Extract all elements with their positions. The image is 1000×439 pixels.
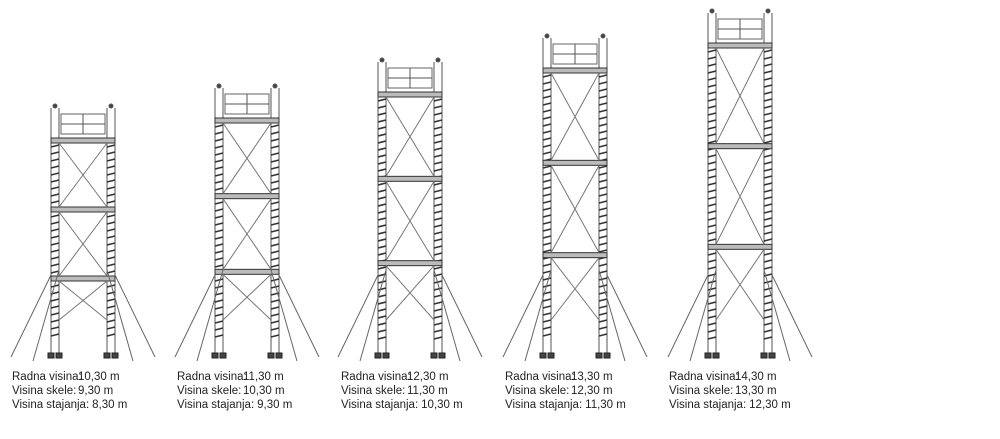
scaffold-tower-1	[10, 103, 156, 362]
scaffold-height-value: 10,30 m	[243, 385, 285, 397]
working-height-label: Radna visina:	[341, 371, 411, 383]
standing-height-label: Visina stajanja:	[177, 399, 255, 411]
scaffold-height-label: Visina skele:	[177, 385, 242, 397]
tower-spec-3: Radna visina:12,30 m Visina skele:11,30 …	[341, 370, 463, 412]
scaffold-height-label: Visina skele:	[505, 385, 570, 397]
tower-spec-4: Radna visina:13,30 m Visina skele:12,30 …	[505, 370, 626, 412]
tower-spec-5: Radna visina:14,30 m Visina skele:13,30 …	[669, 370, 791, 412]
scaffold-tower-3	[337, 57, 483, 362]
standing-height-value: 10,30 m	[421, 399, 463, 411]
tower-spec-1: Radna visina:10,30 m Visina skele:9,30 m…	[12, 370, 127, 412]
working-height-label: Radna visina:	[12, 371, 82, 383]
scaffold-height-label: Visina skele:	[341, 385, 406, 397]
scaffold-height-value: 12,30 m	[571, 385, 613, 397]
scaffold-tower-2	[174, 83, 320, 362]
working-height-value: 12,30 m	[407, 371, 449, 383]
standing-height-value: 11,30 m	[585, 399, 626, 411]
standing-height-label: Visina stajanja:	[505, 399, 583, 411]
scaffold-height-value: 9,30 m	[78, 385, 114, 397]
standing-height-value: 9,30 m	[257, 399, 293, 411]
tower-spec-2: Radna visina:11,30 m Visina skele:10,30 …	[177, 370, 292, 412]
scaffold-height-label: Visina skele:	[12, 385, 77, 397]
standing-height-label: Visina stajanja:	[12, 399, 90, 411]
scaffold-tower-5	[667, 8, 813, 362]
working-height-value: 14,30 m	[735, 371, 777, 383]
working-height-label: Radna visina:	[177, 371, 247, 383]
working-height-label: Radna visina:	[669, 371, 739, 383]
standing-height-label: Visina stajanja:	[341, 399, 419, 411]
scaffold-height-value: 13,30 m	[735, 385, 777, 397]
working-height-value: 13,30 m	[571, 371, 613, 383]
scaffold-height-label: Visina skele:	[669, 385, 734, 397]
working-height-label: Radna visina:	[505, 371, 575, 383]
working-height-value: 11,30 m	[243, 371, 284, 383]
standing-height-value: 8,30 m	[92, 399, 128, 411]
standing-height-label: Visina stajanja:	[669, 399, 747, 411]
working-height-value: 10,30 m	[78, 371, 120, 383]
standing-height-value: 12,30 m	[749, 399, 791, 411]
scaffold-height-value: 11,30 m	[407, 385, 448, 397]
scaffold-tower-4	[502, 33, 648, 362]
